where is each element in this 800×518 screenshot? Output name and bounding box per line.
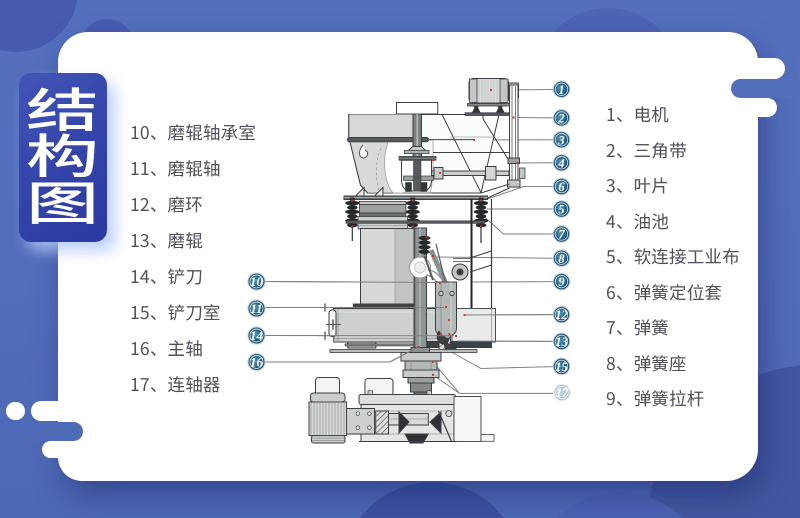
svg-text:2: 2: [557, 112, 564, 126]
svg-text:5: 5: [558, 203, 564, 217]
svg-text:9: 9: [558, 275, 565, 289]
svg-text:8: 8: [558, 252, 565, 266]
svg-text:1: 1: [558, 83, 564, 97]
svg-text:10: 10: [250, 275, 263, 289]
svg-text:3: 3: [557, 133, 564, 147]
svg-text:12: 12: [555, 308, 568, 322]
svg-text:14: 14: [250, 329, 263, 343]
svg-text:6: 6: [558, 180, 565, 194]
svg-text:11: 11: [250, 302, 262, 316]
svg-text:4: 4: [557, 156, 564, 170]
svg-text:17: 17: [556, 386, 569, 400]
svg-text:16: 16: [250, 356, 263, 370]
svg-text:15: 15: [555, 360, 568, 374]
svg-text:7: 7: [558, 228, 565, 242]
svg-text:13: 13: [555, 335, 568, 349]
